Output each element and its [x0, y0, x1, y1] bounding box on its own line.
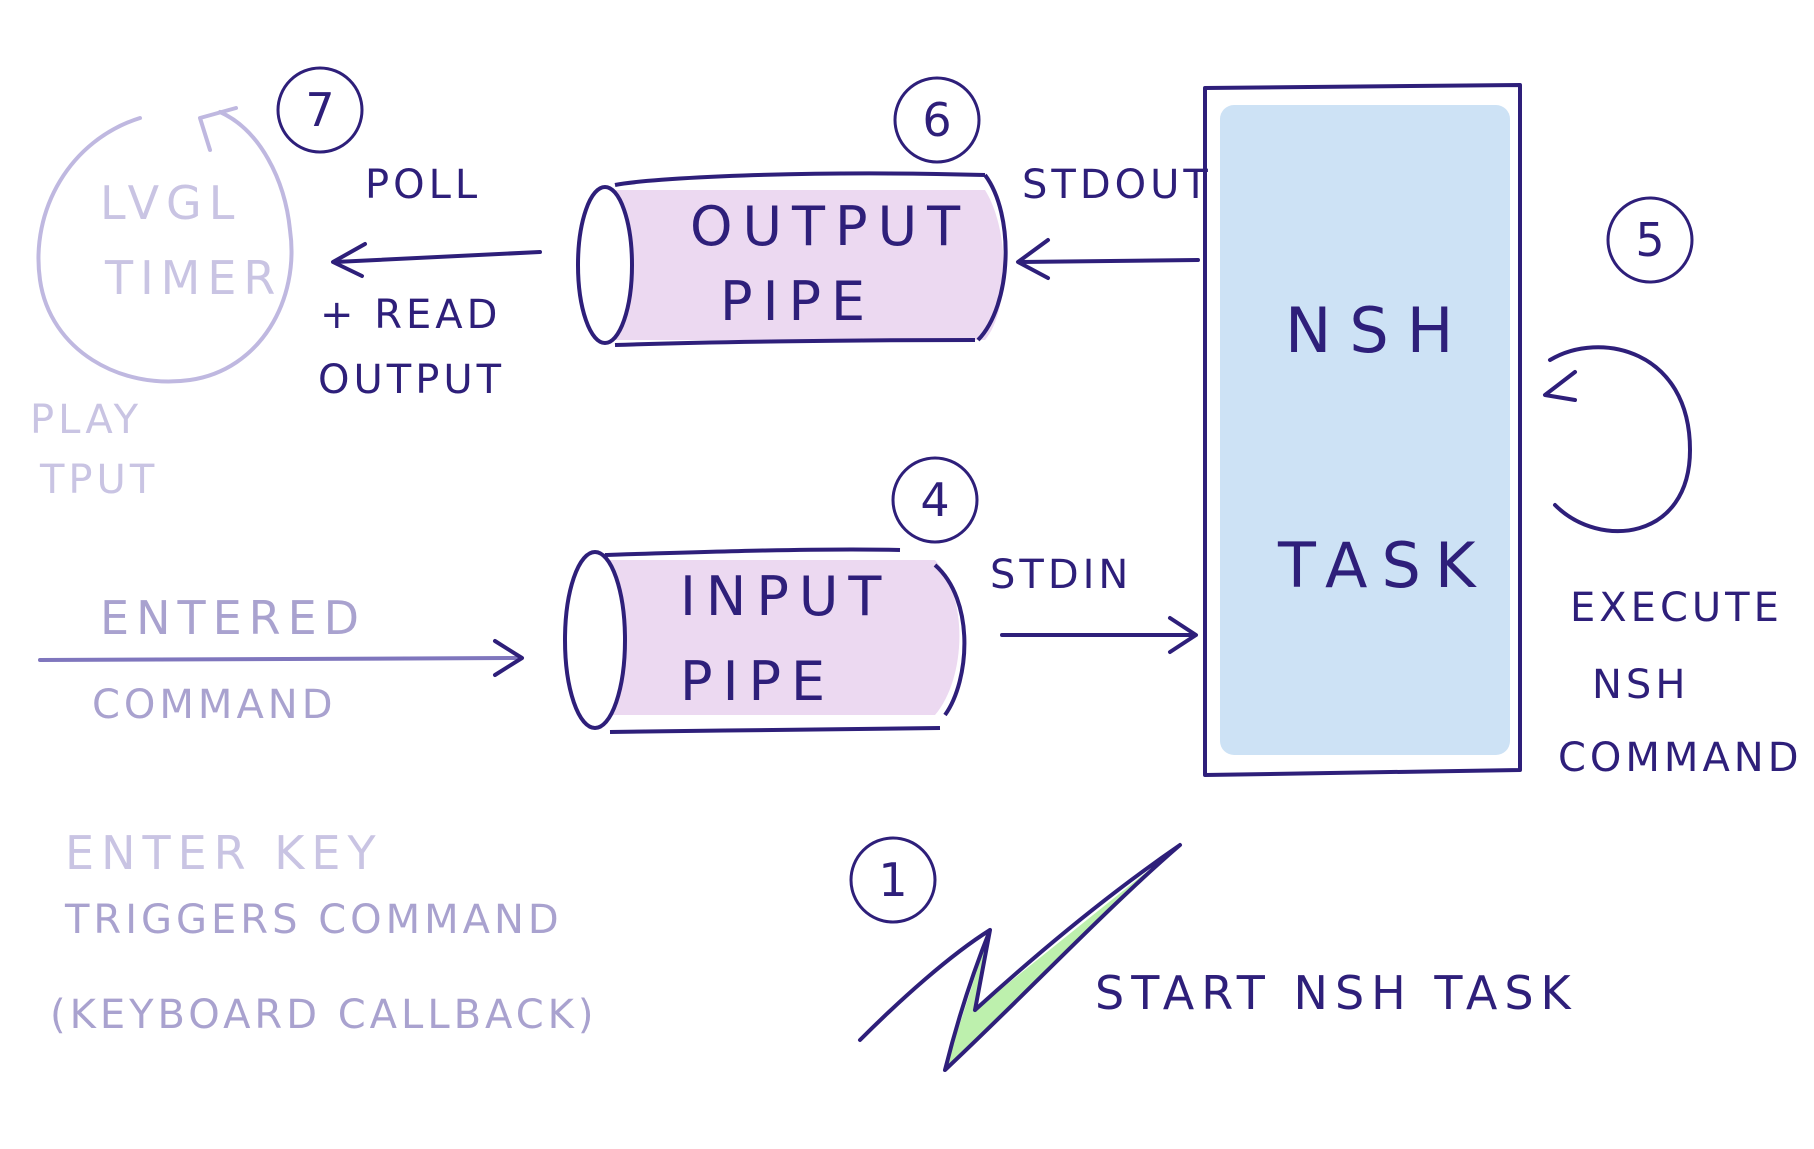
- input-pipe-label-line2: PIPE: [680, 650, 836, 713]
- timer-loop-arrowhead: [198, 106, 238, 152]
- execute-label-line3: COMMAND: [1558, 735, 1803, 781]
- timer-title-line1: LVGL: [100, 176, 242, 230]
- entered-command-arrowhead: [493, 639, 524, 677]
- input-pipe-shape: [563, 547, 967, 734]
- execute-loop-arrow: [1548, 345, 1692, 534]
- enter-key-line1: ENTER KEY: [65, 826, 383, 880]
- entered-command-arrow: [38, 656, 522, 662]
- step-5-circle: [1606, 196, 1694, 284]
- display-fragment-line1: PLAY: [30, 397, 143, 443]
- nsh-task-box: [1203, 83, 1522, 777]
- task-label-line1: NSH: [1285, 294, 1472, 367]
- input-pipe-label-line1: INPUT: [680, 565, 892, 628]
- task-label-line2: TASK: [1278, 529, 1490, 602]
- step-6-circle: [893, 76, 981, 164]
- step-7-circle: [276, 66, 364, 154]
- stdin-arrowhead: [1168, 616, 1198, 654]
- execute-loop-arrowhead: [1543, 370, 1577, 402]
- start-lightning-bolt: [858, 843, 1182, 1072]
- stdout-arrowhead: [1016, 238, 1050, 280]
- step-4-circle: [891, 456, 979, 544]
- output-pipe-shape: [576, 171, 1008, 347]
- poll-arrow: [333, 250, 542, 264]
- enter-key-line3: (KEYBOARD CALLBACK): [50, 992, 598, 1038]
- step-5-number: 5: [1635, 213, 1665, 267]
- read-label-line1: + READ: [320, 292, 502, 338]
- enter-key-line2: TRIGGERS COMMAND: [65, 897, 563, 943]
- start-nsh-task-label: START NSH TASK: [1095, 966, 1578, 1020]
- stdout-arrow: [1018, 258, 1200, 264]
- entered-label-line2: COMMAND: [92, 682, 337, 728]
- poll-arrowhead: [331, 242, 367, 278]
- step-6-number: 6: [922, 93, 952, 147]
- stdin-label: STDIN: [990, 552, 1133, 598]
- step-7-number: 7: [305, 83, 335, 137]
- timer-title-line2: TIMER: [105, 251, 283, 305]
- poll-label: POLL: [365, 162, 482, 208]
- lvgl-timer-circle: [36, 106, 294, 384]
- stdout-label: STDOUT: [1022, 162, 1212, 208]
- entered-label-line1: ENTERED: [100, 591, 367, 645]
- execute-label-line1: EXECUTE: [1570, 585, 1783, 631]
- step-1-number: 1: [878, 853, 908, 907]
- execute-label-line2: NSH: [1592, 662, 1690, 708]
- display-fragment-line2: TPUT: [40, 457, 159, 503]
- output-pipe-label-line2: PIPE: [720, 270, 876, 333]
- read-label-line2: OUTPUT: [318, 357, 506, 403]
- output-pipe-label-line1: OUTPUT: [690, 195, 971, 258]
- step-4-number: 4: [920, 473, 950, 527]
- step-1-circle: [849, 836, 937, 924]
